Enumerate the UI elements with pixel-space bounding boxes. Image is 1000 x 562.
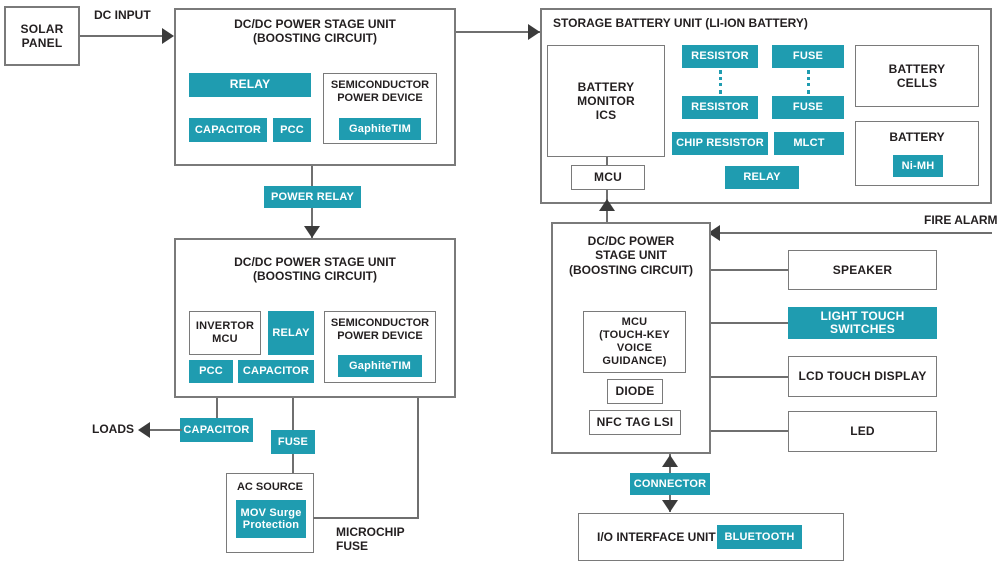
invertor-mcu-box: INVERTOR MCU <box>189 311 261 355</box>
storage-relay-chip: RELAY <box>725 166 799 189</box>
power-relay-chip: POWER RELAY <box>264 186 361 208</box>
battery-mcu-box: MCU <box>571 165 645 190</box>
microchip-fuse-label: MICROCHIP FUSE <box>336 525 405 554</box>
solar-panel-box: SOLAR PANEL <box>4 6 80 66</box>
ni-mh-chip: Ni-MH <box>893 155 943 177</box>
battery-mcu-label: MCU <box>594 170 622 185</box>
dc-input-arrowhead <box>162 28 174 44</box>
solar-panel-label: SOLAR PANEL <box>20 21 64 50</box>
dcdc-bottom-graphitetim-chip: GaphiteTIM <box>338 355 422 377</box>
loads-arrowhead <box>138 422 150 438</box>
battery-monitor-ics-label: BATTERY MONITOR ICS <box>577 79 635 123</box>
touch-key-mcu-label: MCU (TOUCH-KEY VOICE GUIDANCE) <box>599 316 670 367</box>
capacitor-branch-line <box>216 398 218 418</box>
dcdc-right-to-mcu-arrowhead <box>599 199 615 211</box>
dcdc-top-title: DC/DC POWER STAGE UNIT (BOOSTING CIRCUIT… <box>234 17 396 46</box>
fuse-chip-2: FUSE <box>772 96 844 119</box>
battery-monitor-ics-box: BATTERY MONITOR ICS <box>547 45 665 157</box>
power-relay-arrowhead <box>304 226 320 238</box>
diode-box: DIODE <box>607 379 663 404</box>
light-touch-switches-chip: LIGHT TOUCH SWITCHES <box>788 307 937 339</box>
connector-arrowhead-down <box>662 500 678 512</box>
monitor-to-mcu-line <box>606 157 608 166</box>
storage-battery-title: STORAGE BATTERY UNIT (LI-ION BATTERY) <box>553 16 808 30</box>
chip-resistor-chip: CHIP RESISTOR <box>672 132 768 155</box>
ac-source-title: AC SOURCE <box>236 481 303 493</box>
light-touch-switches-connector-line <box>711 322 789 324</box>
resistor-chip-2: RESISTOR <box>682 96 758 119</box>
battery-cells-box: BATTERY CELLS <box>855 45 979 107</box>
mlct-chip: MLCT <box>774 132 844 155</box>
bluetooth-chip: BLUETOOTH <box>717 525 802 549</box>
fuse-chip-1: FUSE <box>772 45 844 68</box>
fire-alarm-arrowhead <box>708 225 720 241</box>
io-interface-unit-box <box>578 513 844 561</box>
dcdc-bottom-semiconductor-title: SEMICONDUCTOR POWER DEVICE <box>330 317 430 343</box>
dcdc-top-relay-chip: RELAY <box>189 73 311 97</box>
io-interface-unit-title: I/O INTERFACE UNIT <box>597 530 716 544</box>
dcdc-top-pcc-chip: PCC <box>273 118 311 142</box>
nfc-tag-lsi-box: NFC TAG LSI <box>589 410 681 435</box>
connector-chip: CONNECTOR <box>630 473 710 495</box>
led-box: LED <box>788 411 937 452</box>
fire-alarm-label: FIRE ALARM <box>924 213 998 227</box>
dcdc-bottom-relay-chip: RELAY <box>268 311 314 355</box>
mov-surge-protection-chip: MOV Surge Protection <box>236 500 306 538</box>
battery-title: BATTERY <box>889 130 945 144</box>
dcdc-bottom-title: DC/DC POWER STAGE UNIT (BOOSTING CIRCUIT… <box>234 255 396 284</box>
invertor-mcu-label: INVERTOR MCU <box>195 320 255 345</box>
diode-label: DIODE <box>615 384 655 399</box>
resistor-dotted-connector <box>719 70 722 94</box>
dc-input-line <box>80 35 166 37</box>
loads-capacitor-chip: CAPACITOR <box>180 418 253 442</box>
led-label: LED <box>850 424 875 439</box>
nfc-tag-lsi-label: NFC TAG LSI <box>596 415 674 430</box>
speaker-box: SPEAKER <box>788 250 937 290</box>
resistor-chip-1: RESISTOR <box>682 45 758 68</box>
microchip-fuse-line-vertical <box>417 398 419 518</box>
dcdc-right-title: DC/DC POWER STAGE UNIT (BOOSTING CIRCUIT… <box>569 234 693 277</box>
dcdc-top-semiconductor-title: SEMICONDUCTOR POWER DEVICE <box>330 79 430 105</box>
fuse-branch-line-upper <box>292 398 294 430</box>
dcdc-bottom-capacitor-chip: CAPACITOR <box>238 360 314 383</box>
fuse-chip: FUSE <box>271 430 315 454</box>
speaker-connector-line <box>711 269 789 271</box>
fire-alarm-line <box>718 232 992 234</box>
connector-arrowhead-up <box>662 455 678 467</box>
dcdc-top-graphitetim-chip: GaphiteTIM <box>339 118 421 140</box>
touch-key-mcu-box: MCU (TOUCH-KEY VOICE GUIDANCE) <box>583 311 686 373</box>
loads-label: LOADS <box>92 422 134 436</box>
microchip-fuse-line-horizontal <box>313 517 419 519</box>
lcd-touch-display-box: LCD TOUCH DISPLAY <box>788 356 937 397</box>
loads-line <box>146 429 182 431</box>
dc-input-label: DC INPUT <box>94 8 151 22</box>
fuse-branch-line-lower <box>292 454 294 474</box>
speaker-label: SPEAKER <box>832 262 893 277</box>
battery-cells-label: BATTERY CELLS <box>888 61 946 90</box>
dcdc-top-to-battery-arrowhead <box>528 24 540 40</box>
fuse-dotted-connector <box>807 70 810 94</box>
led-connector-line <box>711 430 789 432</box>
dcdc-top-to-battery-line <box>456 31 540 33</box>
dcdc-bottom-pcc-chip: PCC <box>189 360 233 383</box>
lcd-connector-line <box>711 376 789 378</box>
lcd-touch-display-label: LCD TOUCH DISPLAY <box>798 369 927 384</box>
dcdc-top-capacitor-chip: CAPACITOR <box>189 118 267 142</box>
